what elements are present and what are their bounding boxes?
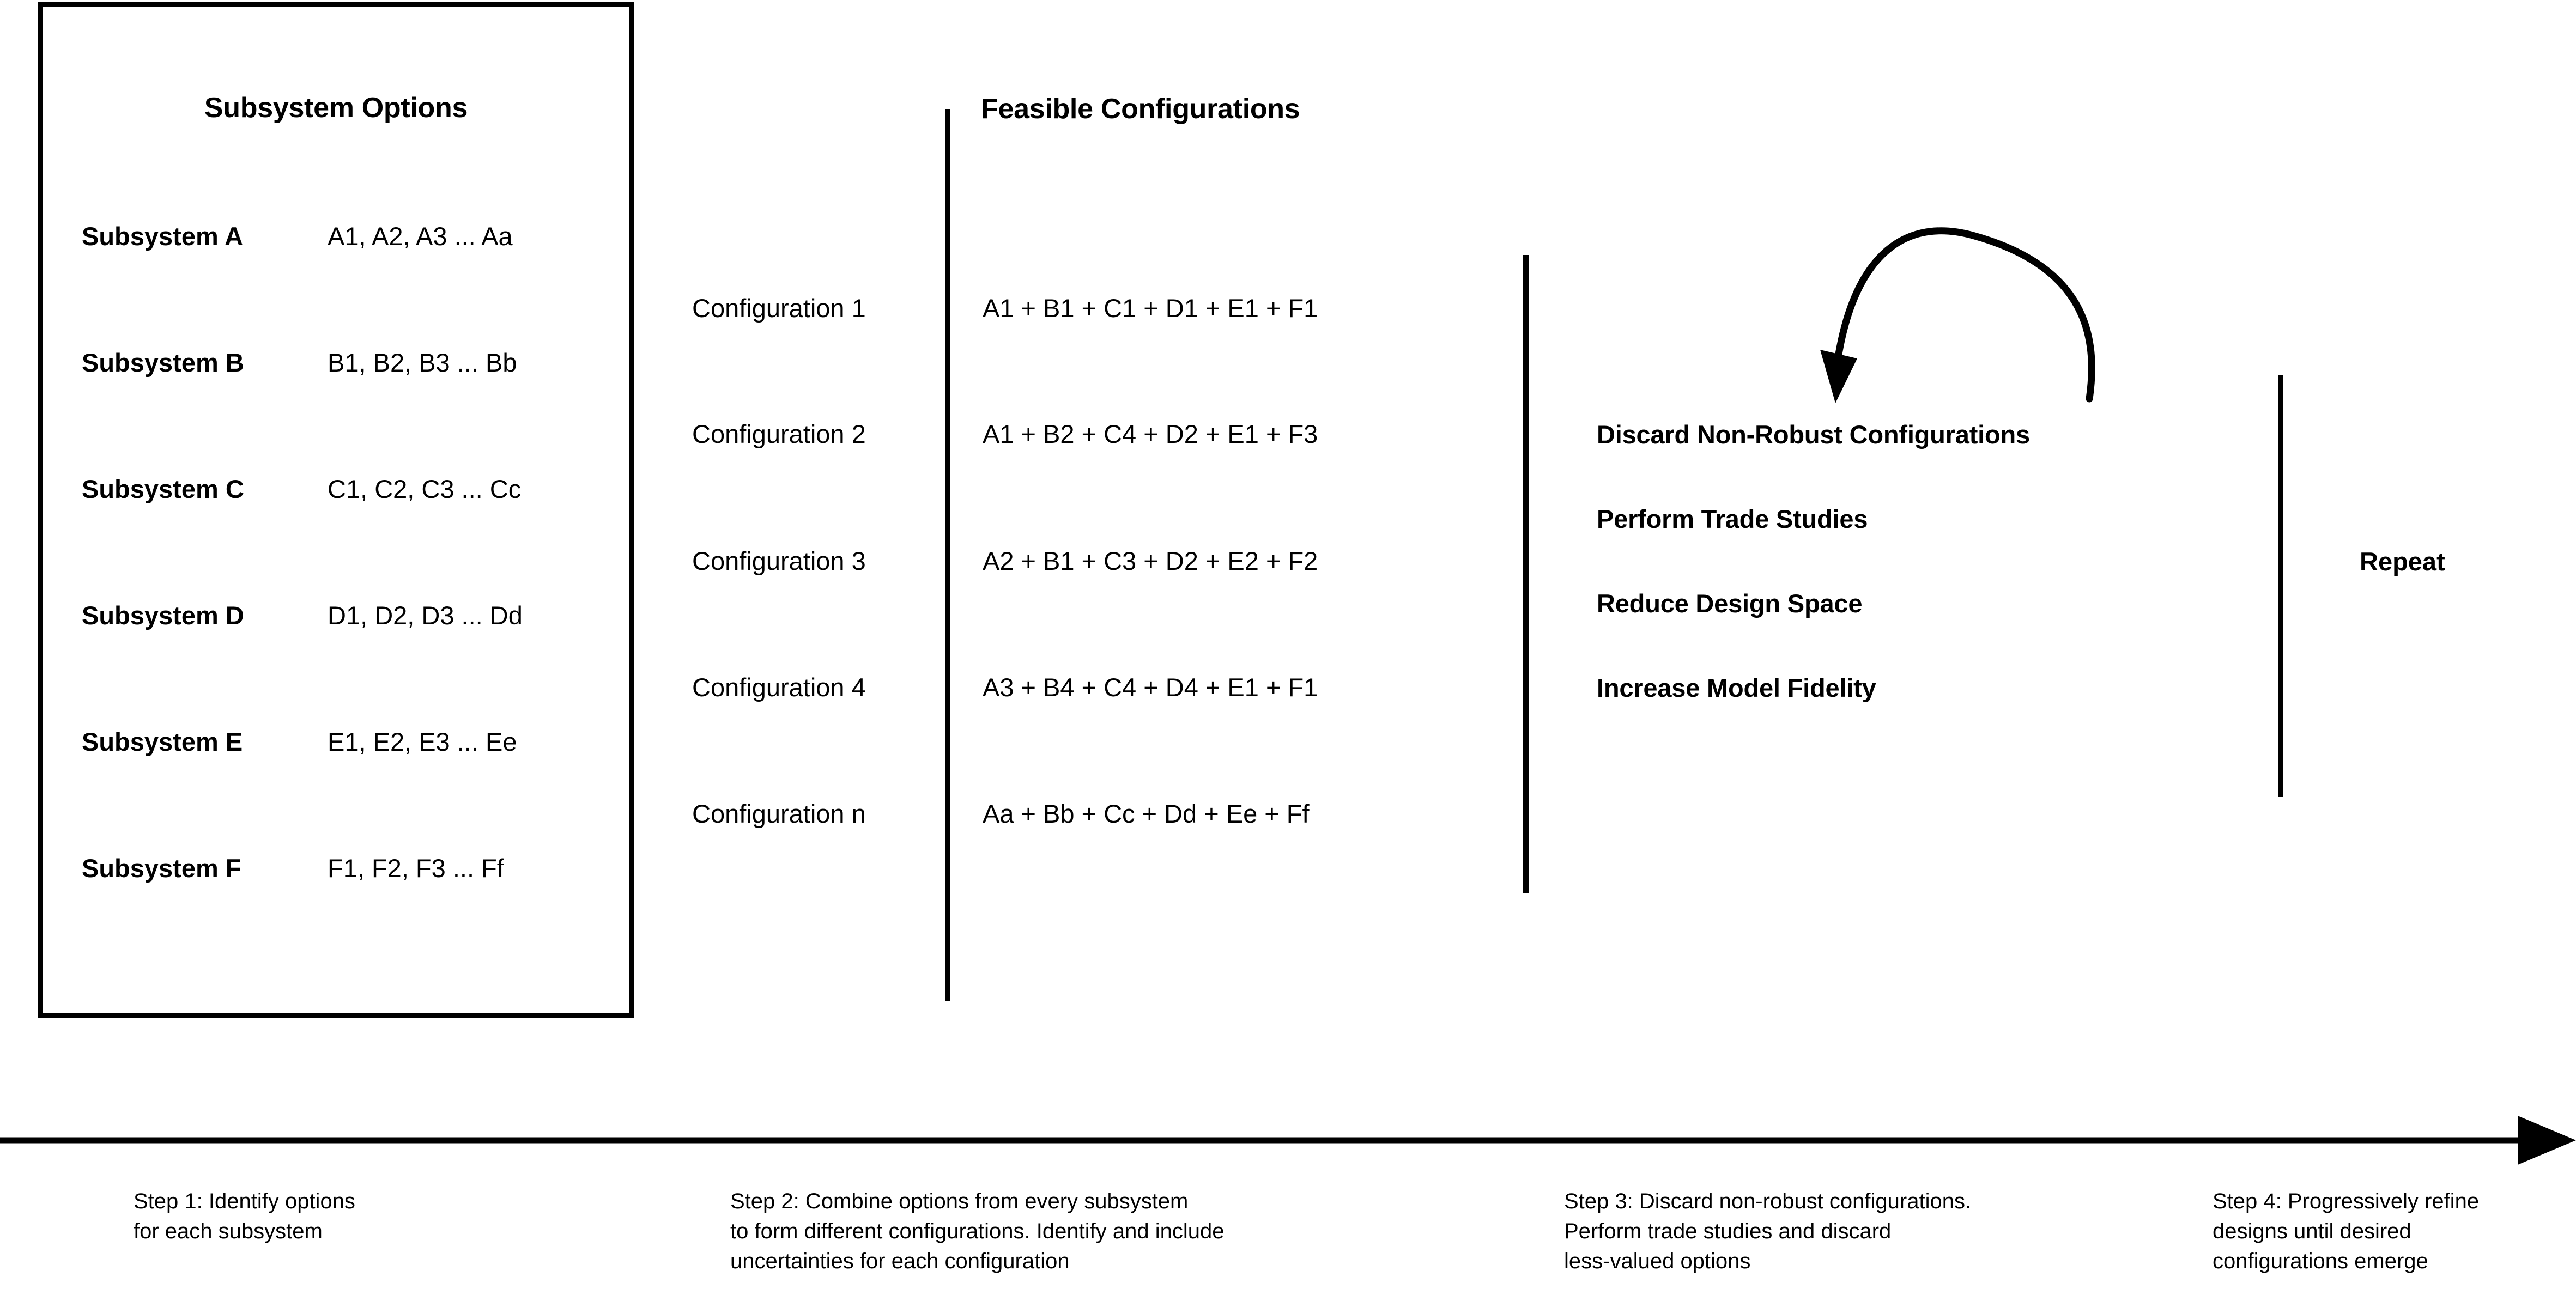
subsystem-row: Subsystem D D1, D2, D3 ... Dd <box>82 600 627 633</box>
configuration-expression: A3 + B4 + C4 + D4 + E1 + F1 <box>983 673 1318 702</box>
configuration-row: Configuration 2 A1 + B2 + C4 + D2 + E1 +… <box>0 419 1471 452</box>
action-item: Reduce Design Space <box>1597 589 1863 618</box>
step-caption-2: Step 2: Combine options from every subsy… <box>730 1189 1225 1273</box>
actions-divider-line <box>1523 255 1529 893</box>
subsystem-name: Subsystem C <box>82 475 244 503</box>
configuration-row: Configuration 1 A1 + B1 + C1 + D1 + E1 +… <box>0 293 1471 326</box>
subsystem-options: F1, F2, F3 ... Ff <box>328 854 504 883</box>
configuration-label: Configuration 4 <box>692 673 866 702</box>
repeat-divider-line <box>2278 375 2283 797</box>
configuration-expression: A2 + B1 + C3 + D2 + E2 + F2 <box>983 546 1318 575</box>
configuration-expression: A1 + B1 + C1 + D1 + E1 + F1 <box>983 294 1318 323</box>
subsystem-options-title: Subsystem Options <box>204 92 468 124</box>
step-caption-3: Step 3: Discard non-robust configuration… <box>1564 1189 1972 1273</box>
configuration-expression: Aa + Bb + Cc + Dd + Ee + Ff <box>983 799 1310 828</box>
configurations-divider-line <box>945 109 950 1001</box>
subsystem-row: Subsystem E E1, E2, E3 ... Ee <box>82 727 627 759</box>
subsystem-name: Subsystem D <box>82 601 244 630</box>
feasible-configurations-title: Feasible Configurations <box>981 93 1300 125</box>
subsystem-name: Subsystem A <box>82 222 244 251</box>
repeat-label: Repeat <box>2360 547 2445 576</box>
subsystem-row: Subsystem C C1, C2, C3 ... Cc <box>82 474 627 507</box>
configuration-label: Configuration n <box>692 799 866 828</box>
subsystem-name: Subsystem E <box>82 727 243 756</box>
configuration-row: Configuration 3 A2 + B1 + C3 + D2 + E2 +… <box>0 546 1471 579</box>
step-caption-4: Step 4: Progressively refine designs unt… <box>2213 1189 2480 1273</box>
subsystem-options: A1, A2, A3 ... Aa <box>328 222 513 251</box>
subsystem-row: Subsystem F F1, F2, F3 ... Ff <box>82 853 627 886</box>
repeat-loop-arrow-icon <box>1820 227 2095 403</box>
subsystem-options: C1, C2, C3 ... Cc <box>328 475 522 503</box>
action-item: Perform Trade Studies <box>1597 504 1868 533</box>
step-caption-1: Step 1: Identify options for each subsys… <box>134 1189 355 1243</box>
configuration-label: Configuration 1 <box>692 294 866 323</box>
subsystem-name: Subsystem F <box>82 854 241 883</box>
subsystem-options: E1, E2, E3 ... Ee <box>328 727 517 756</box>
subsystem-name: Subsystem B <box>82 348 244 377</box>
subsystem-options-box <box>38 2 634 1018</box>
subsystem-options: B1, B2, B3 ... Bb <box>328 348 517 377</box>
subsystem-row: Subsystem B B1, B2, B3 ... Bb <box>82 348 627 380</box>
subsystem-row: Subsystem A A1, A2, A3 ... Aa <box>82 221 627 254</box>
configuration-row: Configuration 4 A3 + B4 + C4 + D4 + E1 +… <box>0 672 1471 705</box>
action-item: Discard Non-Robust Configurations <box>1597 420 2030 449</box>
subsystem-options: D1, D2, D3 ... Dd <box>328 601 523 630</box>
timeline-arrow-icon <box>0 1116 2576 1165</box>
configuration-label: Configuration 3 <box>692 546 866 575</box>
configuration-row: Configuration n Aa + Bb + Cc + Dd + Ee +… <box>0 799 1471 831</box>
configuration-label: Configuration 2 <box>692 419 866 448</box>
action-item: Increase Model Fidelity <box>1597 673 1876 702</box>
configuration-expression: A1 + B2 + C4 + D2 + E1 + F3 <box>983 419 1318 448</box>
